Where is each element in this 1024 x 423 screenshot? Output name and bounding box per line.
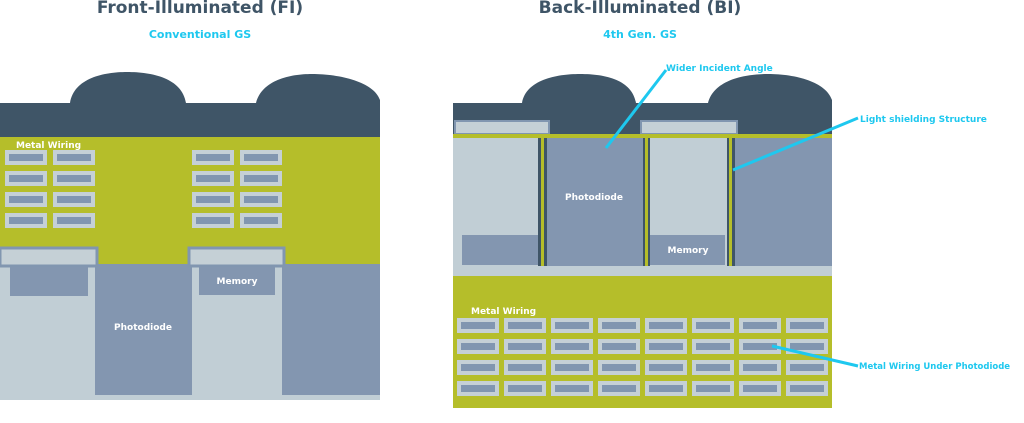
back-title: Back-Illuminated (BI) <box>538 0 742 18</box>
back-wiring-grid <box>457 318 828 396</box>
front-memory-label: Memory <box>217 277 258 287</box>
wire-cell-core <box>244 217 278 224</box>
wire-cell-core <box>555 343 589 350</box>
wire-cell-core <box>790 364 824 371</box>
back-memory-left <box>462 235 538 265</box>
back-bottom-film <box>453 266 832 276</box>
wire-cell-core <box>196 175 230 182</box>
callout-line-under <box>771 344 859 368</box>
front-photodiode-right <box>282 264 380 395</box>
wire-cell-core <box>649 385 683 392</box>
front-memory-left <box>10 267 88 296</box>
front-subtitle: Conventional GS <box>148 28 252 41</box>
back-filter-right <box>640 120 738 135</box>
wire-cell-core <box>9 217 43 224</box>
wire-cell-core <box>602 343 636 350</box>
wire-cell-core <box>743 343 777 350</box>
wire-cell-core <box>555 322 589 329</box>
back-top-film <box>453 134 832 138</box>
front-photodiode-label: Photodiode <box>114 323 172 333</box>
back-photodiode-label: Photodiode <box>565 193 623 203</box>
back-illuminated-diagram: Photodiode Memory Metal Wiring <box>453 74 832 408</box>
wire-cell-core <box>508 364 542 371</box>
front-illuminated-diagram: Metal Wiring Memory Photodiode <box>0 72 380 400</box>
front-wiring-grid-right <box>192 150 282 228</box>
wire-cell-core <box>790 343 824 350</box>
callout-line-shielding <box>732 116 859 172</box>
back-metal-wiring-label: Metal Wiring <box>471 307 536 317</box>
wire-cell-core <box>508 385 542 392</box>
wire-cell-core <box>244 196 278 203</box>
front-gate-right <box>187 246 286 268</box>
front-photodiode <box>95 264 192 395</box>
callouts: Wider Incident Angle Light shielding Str… <box>604 64 1010 372</box>
callout-under-label: Metal Wiring Under Photodiode <box>859 362 1010 372</box>
wire-cell-core <box>196 196 230 203</box>
back-shield-right <box>727 138 735 266</box>
wire-cell-core <box>461 322 495 329</box>
wire-cell-core <box>649 322 683 329</box>
wire-cell-core <box>9 154 43 161</box>
back-photodiode-right <box>735 138 832 267</box>
back-memory-label: Memory <box>668 246 709 256</box>
front-microlens-layer <box>0 72 380 137</box>
wire-cell-core <box>790 322 824 329</box>
wire-cell-core <box>196 217 230 224</box>
wire-cell-core <box>461 343 495 350</box>
back-microlens-layer <box>453 74 832 134</box>
wire-cell-core <box>602 322 636 329</box>
wire-cell-core <box>57 196 91 203</box>
wire-cell-core <box>602 364 636 371</box>
wire-cell-core <box>696 322 730 329</box>
callout-incident-label: Wider Incident Angle <box>666 64 773 74</box>
wire-cell-core <box>743 385 777 392</box>
wire-cell-core <box>508 322 542 329</box>
wire-cell-core <box>461 385 495 392</box>
wire-cell-core <box>57 175 91 182</box>
wire-cell-core <box>196 154 230 161</box>
wire-cell-core <box>57 154 91 161</box>
front-memory <box>199 267 275 295</box>
back-shield-middle <box>643 138 650 266</box>
wire-cell-core <box>555 385 589 392</box>
front-gate-left <box>0 246 99 268</box>
wire-cell-core <box>743 364 777 371</box>
wire-cell-core <box>508 343 542 350</box>
wire-cell-core <box>649 364 683 371</box>
front-wiring-grid-left <box>5 150 95 228</box>
wire-cell-core <box>57 217 91 224</box>
wire-cell-core <box>9 175 43 182</box>
back-subtitle: 4th Gen. GS <box>603 28 677 41</box>
wire-cell-core <box>9 196 43 203</box>
front-title: Front-Illuminated (FI) <box>96 0 304 18</box>
back-memory <box>650 235 725 265</box>
wire-cell-core <box>696 385 730 392</box>
wire-cell-core <box>555 364 589 371</box>
wire-cell-core <box>244 154 278 161</box>
back-filter-left <box>454 120 550 135</box>
wire-cell-core <box>696 364 730 371</box>
wire-cell-core <box>461 364 495 371</box>
wire-cell-core <box>790 385 824 392</box>
back-photodiode <box>547 138 643 267</box>
wire-cell-core <box>244 175 278 182</box>
wire-cell-core <box>743 322 777 329</box>
callout-shielding-label: Light shielding Structure <box>860 115 987 125</box>
wire-cell-core <box>696 343 730 350</box>
callout-line-incident <box>604 69 668 149</box>
wire-cell-core <box>602 385 636 392</box>
wire-cell-core <box>649 343 683 350</box>
back-shield-left <box>538 138 547 266</box>
front-metal-wiring-label: Metal Wiring <box>16 141 81 151</box>
